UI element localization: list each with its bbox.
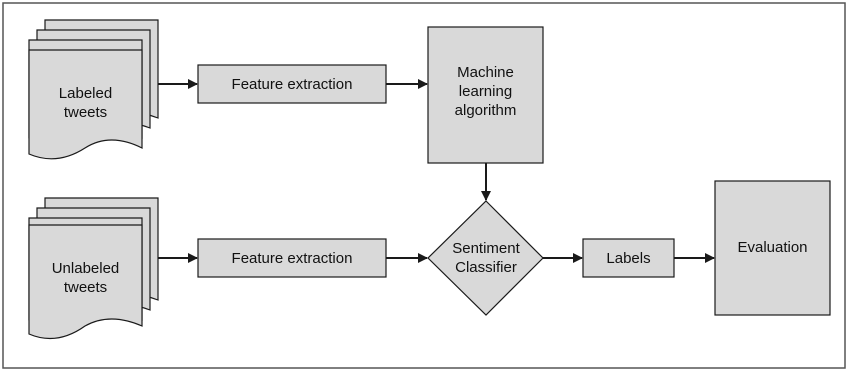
unlabeled-tweets-doc-stack (28, 197, 159, 340)
feature-extraction-top-box (197, 64, 387, 104)
labels-box (582, 238, 675, 278)
evaluation-box (714, 180, 831, 316)
feature-extraction-bottom-label: Feature extraction (231, 249, 353, 267)
sentiment-classifier-label: Sentiment Classifier (452, 240, 520, 276)
labels-label: Labels (606, 249, 651, 267)
sentiment-classifier-diamond (427, 200, 544, 316)
evaluation-label: Evaluation (737, 238, 808, 256)
labeled-tweets-label: Labeled tweets (58, 85, 113, 121)
feature-extraction-top-label: Feature extraction (231, 75, 353, 93)
ml-algorithm-box (427, 26, 544, 164)
ml-algorithm-label: Machine learning algorithm (454, 63, 517, 119)
labeled-tweets-doc-stack (28, 19, 159, 160)
unlabeled-tweets-label: Unlabeled tweets (51, 260, 120, 296)
